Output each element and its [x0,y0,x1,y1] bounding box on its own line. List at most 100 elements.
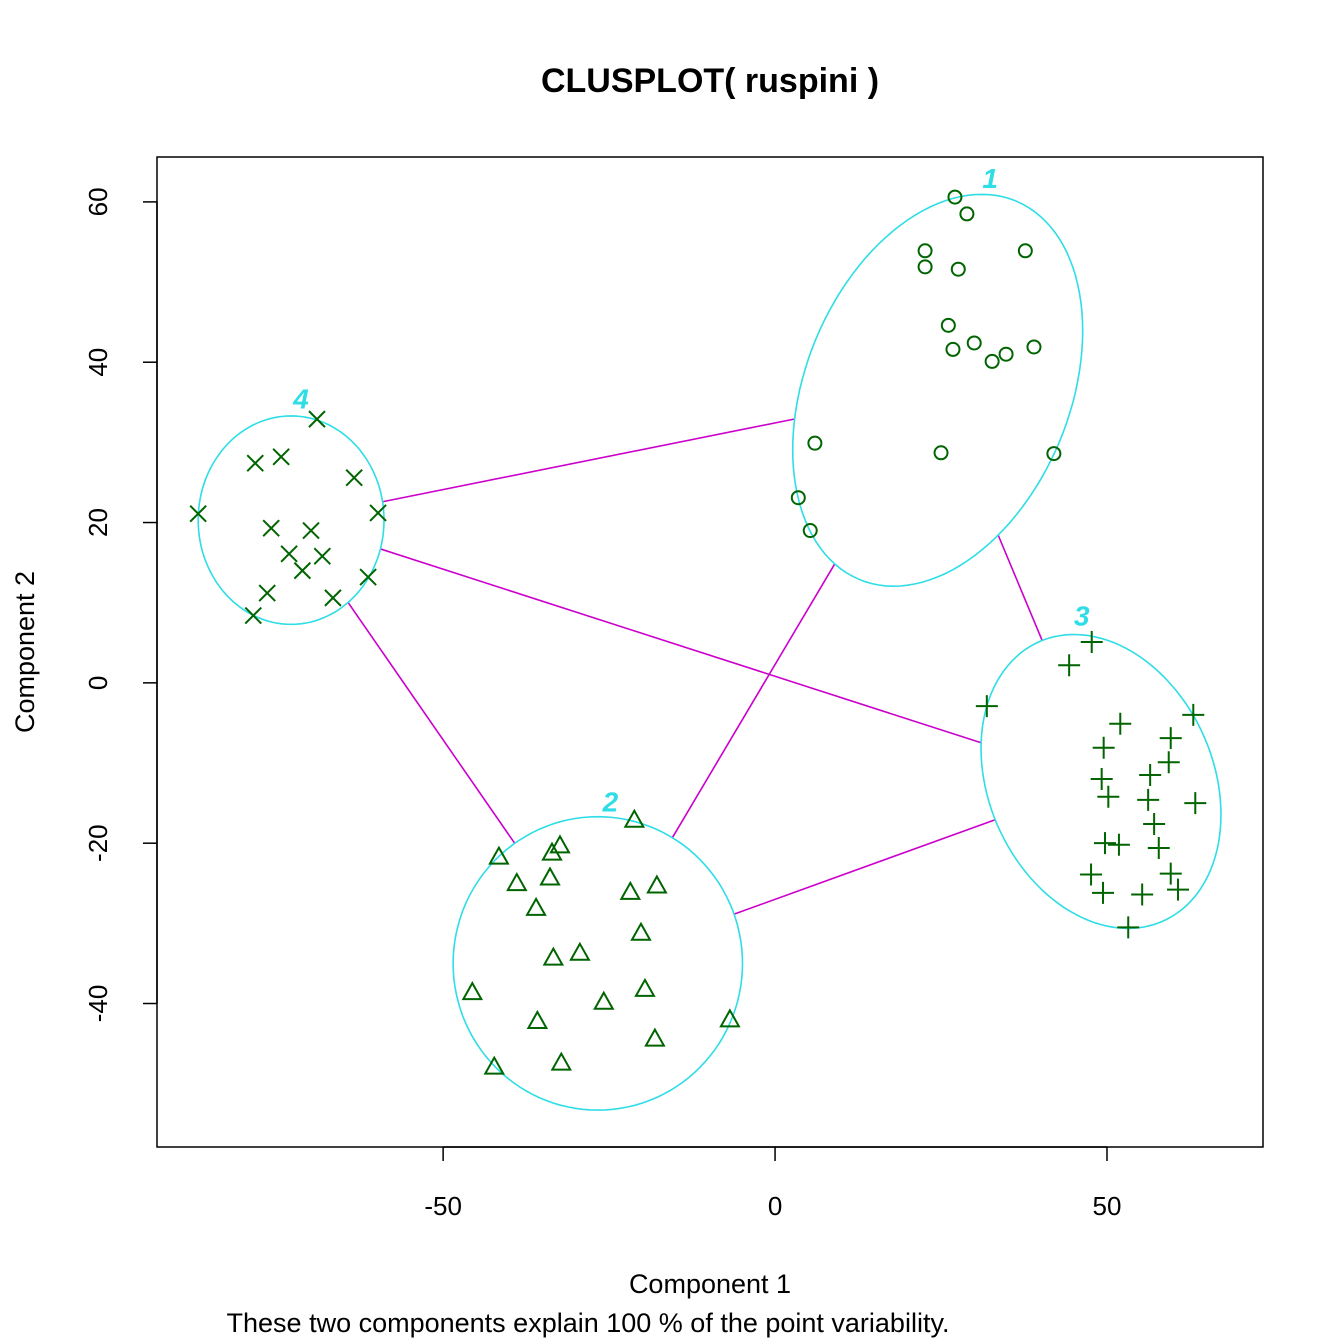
point-plus [1137,788,1160,811]
point-circle [940,317,956,333]
point-circle [998,346,1014,362]
point-triangle [506,872,528,892]
x-tick-label: 50 [1093,1191,1122,1221]
point-plus [1182,703,1205,726]
point-triangle [644,1027,666,1047]
y-axis: -40 -20 0 20 40 60 [83,187,158,1023]
point-cross [244,606,262,625]
x-tick-label: -50 [424,1191,462,1221]
point-cross [272,448,290,466]
point-cross [258,584,276,602]
point-circle [1017,243,1033,259]
point-cross [246,454,264,472]
cluster-ellipse-3 [980,633,1222,930]
point-plus [1167,878,1190,901]
y-tick-label: -40 [83,985,113,1023]
point-plus [1107,833,1130,856]
point-triangle [550,1051,573,1071]
point-plus [1159,727,1182,750]
point-circle [966,335,982,351]
data-points [189,189,1207,1075]
point-cross [280,545,298,563]
point-plus [1097,785,1120,808]
point-plus [1184,792,1207,815]
point-triangle [630,921,652,941]
point-plus [975,695,998,718]
point-plus [1131,883,1154,906]
x-axis: -50 0 50 [424,1146,1122,1221]
point-circle [917,243,933,259]
point-plus [1109,712,1132,735]
x-axis-label: Component 1 [629,1269,791,1299]
y-tick-label: 20 [83,508,113,537]
cluster-label-4: 4 [292,383,309,414]
point-circle [959,206,975,222]
point-circle [807,435,823,451]
point-cross [359,568,377,586]
cluster-ellipses [197,193,1222,1111]
point-triangle [526,1009,549,1029]
point-triangle [461,981,484,1001]
point-plus [1117,916,1140,939]
point-circle [950,261,966,277]
point-plus [1090,768,1113,791]
point-plus [1157,751,1180,774]
link-2-1 [671,563,836,839]
link-4-3 [380,548,982,744]
point-cross [262,519,280,537]
point-cross [324,589,342,607]
point-cross [189,505,207,523]
y-tick-label: 0 [83,676,113,690]
point-triangle [619,880,642,900]
link-4-1 [382,418,795,503]
x-tick-label: 0 [768,1191,782,1221]
point-plus [1159,862,1182,885]
cluster-label-1: 1 [982,163,998,194]
point-cross [293,561,312,580]
point-triangle [488,845,510,865]
y-tick-label: 40 [83,348,113,377]
link-2-3 [733,818,996,915]
point-plus [1080,630,1103,653]
cluster-labels: 1 2 3 4 [292,163,1090,818]
point-triangle [483,1055,505,1075]
cluster-links [347,418,1043,915]
point-cross [302,521,320,540]
point-plus [1080,863,1103,886]
point-circle [802,523,818,539]
point-triangle [549,834,571,854]
point-triangle [541,841,563,861]
point-cross [313,547,332,565]
cluster-label-3: 3 [1074,601,1090,632]
point-plus [1058,654,1081,677]
chart-title: CLUSPLOT( ruspini ) [541,62,879,100]
point-circle [917,259,933,275]
point-plus [1143,812,1166,835]
y-tick-label: 60 [83,187,113,216]
point-plus [1092,881,1115,904]
plot-frame [156,156,1264,1148]
cluster-ellipse-1 [791,193,1084,588]
point-circle [947,189,963,205]
point-cross [345,468,363,487]
point-triangle [542,946,565,966]
cluster-label-2: 2 [602,787,619,818]
point-triangle [623,808,646,828]
point-triangle [646,874,668,894]
point-circle [1046,446,1062,462]
link-1-3 [997,534,1043,641]
point-circle [984,353,1000,369]
point-circle [1026,339,1042,355]
point-triangle [719,1008,741,1028]
link-4-2 [347,602,516,844]
point-cross [369,504,387,522]
point-circle [933,445,949,461]
point-plus [1139,764,1162,787]
point-plus [1147,836,1170,859]
point-triangle [634,977,656,997]
chart-subtitle: These two components explain 100 % of th… [227,1308,950,1338]
point-triangle [593,990,615,1010]
point-triangle [569,941,591,961]
y-tick-label: -20 [83,824,113,862]
